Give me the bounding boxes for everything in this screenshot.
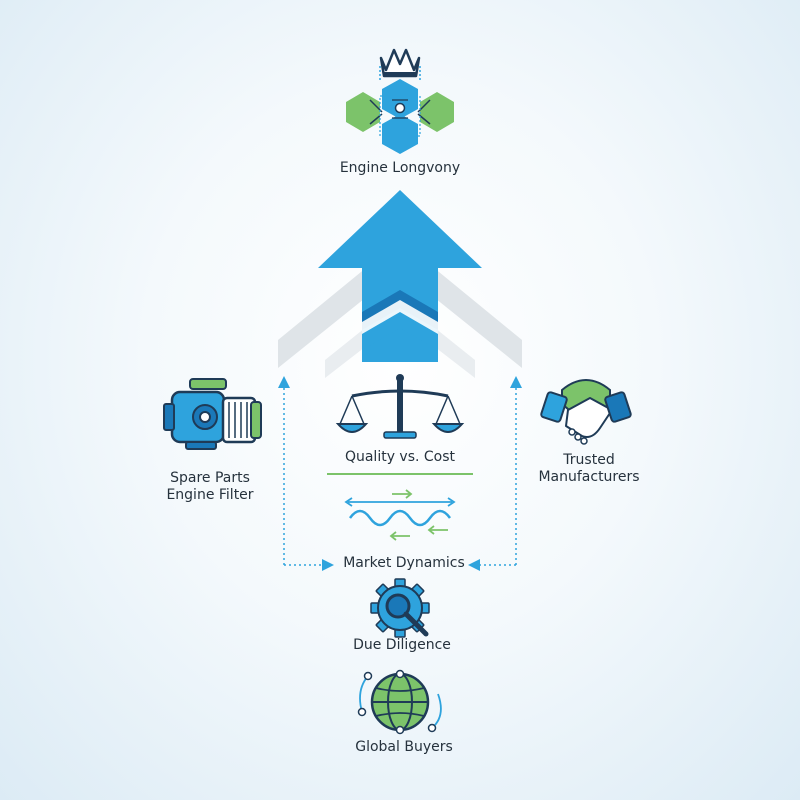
due-diligence-label: Due Diligence	[353, 637, 451, 653]
global-buyers-label: Global Buyers	[355, 739, 453, 755]
balance-scale-icon	[335, 374, 465, 439]
spare-parts-label: Spare Parts Engine Filter	[166, 470, 253, 504]
spare-parts-label-line1: Spare Parts	[170, 470, 250, 486]
trusted-manufacturers-label-line2: Manufacturers	[538, 469, 640, 485]
trusted-manufacturers-label: Trusted Manufacturers	[538, 452, 639, 486]
engine-filter-icon	[163, 378, 262, 450]
main-up-arrow	[318, 190, 482, 362]
quality-vs-cost-label: Quality vs. Cost	[344, 449, 456, 465]
handshake-icon	[540, 379, 632, 445]
dotted-connectors	[278, 376, 522, 571]
crown-hexagon-network-icon	[346, 48, 454, 154]
trusted-manufacturers-label-line1: Trusted	[563, 452, 615, 468]
spare-parts-label-line2: Engine Filter	[166, 487, 254, 503]
gear-magnifier-icon	[370, 578, 430, 638]
globe-network-icon	[357, 669, 442, 735]
engine-longevity-label: Engine Longvony	[339, 160, 461, 176]
wave-arrows-icon	[344, 489, 456, 541]
market-dynamics-label: Market Dynamics	[343, 555, 465, 571]
